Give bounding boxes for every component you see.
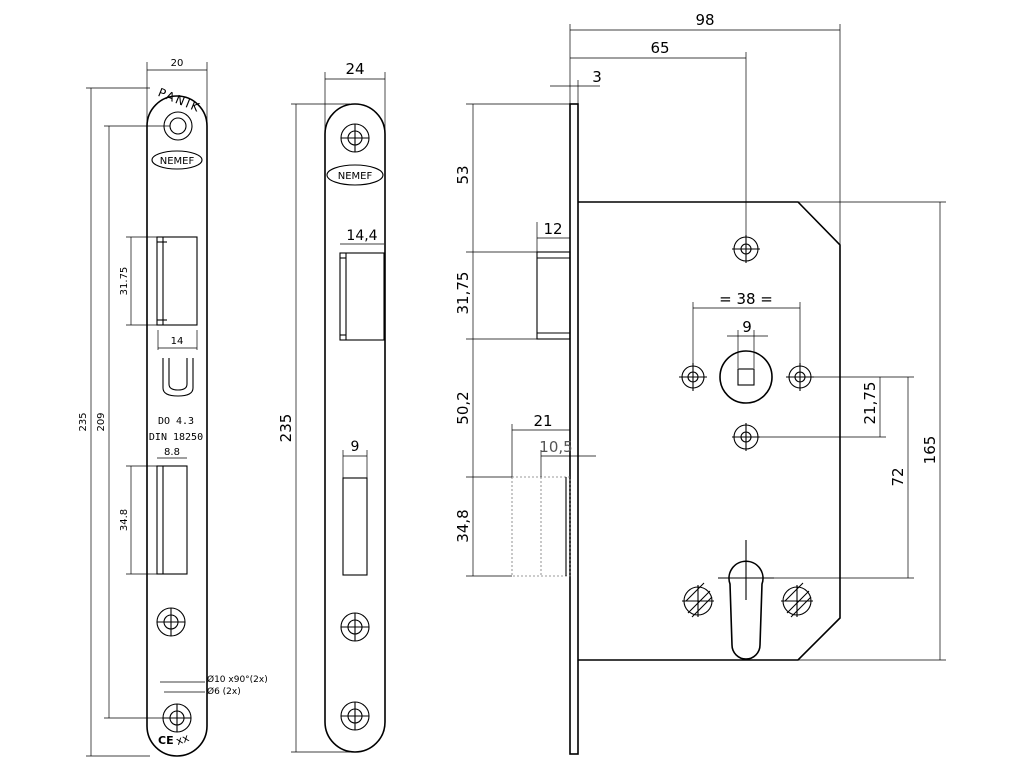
latch-width-label: 14 — [171, 336, 184, 347]
latch-proj-label: 12 — [543, 220, 562, 238]
spindle-offset-label: 21,75 — [861, 382, 879, 425]
ce-mark: CE — [158, 734, 174, 747]
height-holes-label: 209 — [96, 412, 107, 431]
backset-label: 65 — [650, 39, 669, 57]
hole-spacing-label: = 38 = — [719, 290, 773, 308]
latch-cutout — [156, 236, 198, 326]
bolt-proj-half-label: 10,5 — [539, 438, 572, 456]
brand-oval-2 — [326, 164, 384, 186]
bolt-cutout-2 — [342, 477, 368, 576]
gap-label: 50,2 — [454, 391, 472, 424]
u-clip — [162, 358, 194, 397]
latch-cutout-2 — [339, 252, 385, 341]
bolt-height-label: 34.8 — [119, 509, 130, 531]
xx-mark: xx — [174, 731, 191, 748]
case-height-label: 165 — [921, 436, 939, 465]
center-distance-label: 72 — [889, 467, 907, 486]
hole-note-2: Ø6 (2x) — [207, 686, 241, 697]
cylinder-hole-right — [781, 582, 813, 618]
latch-bolt-side — [536, 251, 571, 340]
width-label: 20 — [171, 58, 184, 69]
faceplate-view-standard: NEMEF 14,4 9 24 235 — [277, 60, 386, 753]
cylinder-hole-left — [682, 582, 714, 618]
spindle-label: 9 — [742, 318, 752, 336]
bolt-cutout — [156, 465, 188, 575]
brand-label-2: NEMEF — [338, 171, 373, 182]
height-total-label-2: 235 — [277, 414, 295, 443]
brand-oval — [151, 150, 203, 170]
bolt-proj-full-label: 21 — [533, 412, 552, 430]
faceplate2-outline — [324, 103, 386, 753]
hole-note-1: Ø10 x90°(2x) — [207, 674, 268, 685]
cylinder-profile-cutout — [728, 560, 764, 660]
bolt-width-label-2: 9 — [351, 439, 360, 455]
height-total-label: 235 — [78, 412, 89, 431]
top-screw-hole-inner — [169, 117, 187, 135]
overall-label: 98 — [695, 11, 714, 29]
latch-height-label: 31.75 — [119, 267, 130, 296]
top-label: 53 — [454, 165, 472, 184]
lock-case-side-view: 98 65 3 53 31,75 50,2 34,8 12 21 10,5 = — [454, 11, 946, 755]
latch-width-label-2: 14,4 — [346, 228, 377, 244]
side-faceplate — [569, 103, 579, 755]
bolt-height-label-3: 34,8 — [454, 509, 472, 542]
width-label-2: 24 — [345, 60, 364, 78]
model-label: DO 4.3 — [158, 416, 194, 427]
faceplate-outline — [146, 95, 208, 757]
bolt-width-label: 8.8 — [164, 447, 180, 458]
panik-label: PANIK — [156, 85, 203, 115]
spindle-square — [737, 368, 755, 386]
brand-label: NEMEF — [160, 156, 195, 167]
follower-hub — [719, 350, 773, 404]
lock-case-body — [578, 201, 841, 661]
latch-height-label-3: 31,75 — [454, 272, 472, 315]
standard-label: DIN 18250 — [149, 432, 203, 443]
plate-label: 3 — [592, 68, 602, 86]
faceplate-view-panik: PANIK NEMEF 14 DO 4.3 DIN 18250 8.8 — [78, 58, 268, 757]
